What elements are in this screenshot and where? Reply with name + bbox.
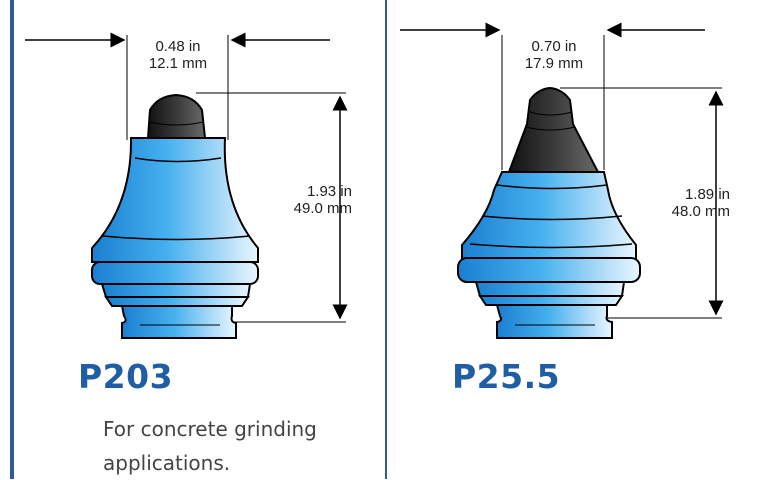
p25-5-width-in: 0.70 in xyxy=(531,38,577,55)
p25-5-width-mm: 17.9 mm xyxy=(524,55,584,72)
p25-5-height-label: 1.89 in 48.0 mm xyxy=(650,186,730,220)
p203-height-in: 1.93 in xyxy=(306,183,352,200)
left-border xyxy=(10,0,14,479)
p203-width-mm: 12.1 mm xyxy=(148,55,208,72)
p203-shank xyxy=(100,283,252,298)
p203-width-in: 0.48 in xyxy=(155,38,201,55)
p203-height-mm: 49.0 mm xyxy=(293,200,352,217)
p25-5-height-mm: 48.0 mm xyxy=(671,203,730,220)
p25-5-shank xyxy=(474,281,626,297)
p203-body xyxy=(91,137,259,263)
p203-collar xyxy=(91,261,259,285)
p25-5-model-name: P25.5 xyxy=(452,357,561,396)
p25-5-collar xyxy=(457,257,641,283)
p25-5-bit xyxy=(400,22,724,339)
p203-bit xyxy=(25,32,348,339)
p203-description: For concrete grinding applications. xyxy=(103,417,317,475)
p25-5-width-label: 0.70 in 17.9 mm xyxy=(508,38,600,72)
p203-height-label: 1.93 in 49.0 mm xyxy=(272,183,352,217)
p203-model-name: P203 xyxy=(78,357,174,396)
p203-carbide-tip xyxy=(146,93,207,139)
center-divider xyxy=(385,0,387,479)
p203-width-label: 0.48 in 12.1 mm xyxy=(132,38,224,72)
p25-5-height-in: 1.89 in xyxy=(684,186,730,203)
